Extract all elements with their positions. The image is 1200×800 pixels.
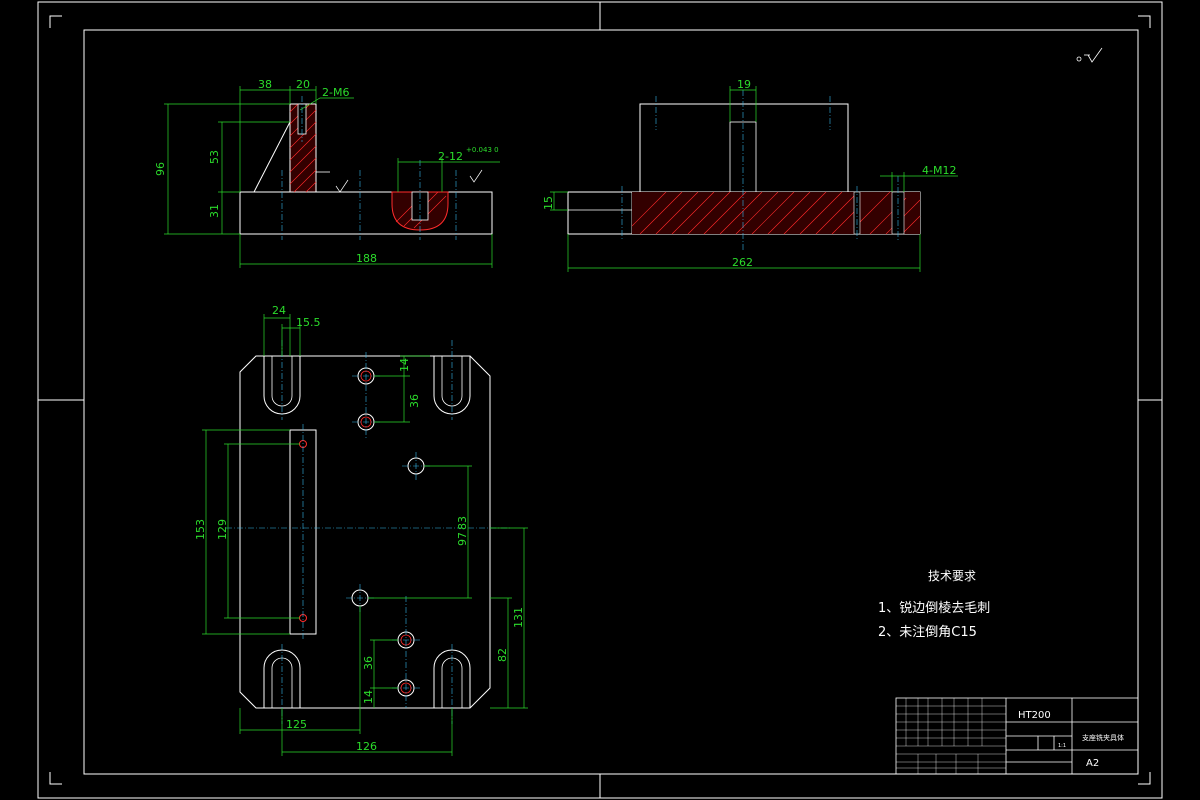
roughness-symbol [1076,47,1103,63]
dim-188: 188 [356,252,377,265]
notes-heading: 技术要求 [928,569,976,583]
top-view: 24 15.5 14 36 153 129 97 83 131 82 36 14… [194,304,528,756]
dim-24: 24 [272,304,286,317]
dim-97: 97 [456,532,469,546]
dim-31: 31 [208,204,221,218]
note-item-2: 2、未注倒角C15 [878,625,977,640]
front-view: 38 20 2-M6 96 53 31 188 2-12 +0.043 0 [154,78,500,268]
dim-125: 125 [286,718,307,731]
dim-262: 262 [732,256,753,269]
dim-19: 19 [737,78,751,91]
side-view: 19 15 262 4-M12 [542,78,958,272]
title-block: HT200 支座铣夹具体 A2 1:1 [895,697,1139,775]
thread-label-m12: 4-M12 [922,164,956,177]
dim-15-5: 15.5 [296,316,321,329]
dim-38: 38 [258,78,272,91]
scale-label: 1:1 [1058,743,1066,749]
dim-131: 131 [512,607,525,628]
hole-tolerance: +0.043 0 [466,146,499,154]
thread-label-m6: 2-M6 [322,86,349,99]
hole-label-2-12: 2-12 [438,150,463,163]
dim-36-bottom: 36 [362,656,375,670]
dim-53: 53 [208,150,221,164]
note-item-1: 1、锐边倒棱去毛刺 [878,600,990,616]
dim-96: 96 [154,162,167,176]
upright-hatch [289,103,317,193]
dim-36-top: 36 [408,394,421,408]
dim-15: 15 [542,196,555,210]
sheet-border [37,1,1163,799]
dim-129: 129 [216,519,229,540]
dim-14-top: 14 [398,358,411,372]
dim-14-bottom: 14 [362,690,375,704]
dim-126: 126 [356,740,377,753]
dim-153: 153 [194,519,207,540]
dim-82: 82 [496,648,509,662]
side-hatch [631,191,921,235]
technical-requirements: 技术要求 1、锐边倒棱去毛刺 2、未注倒角C15 [878,569,990,640]
dim-83: 83 [456,516,469,530]
part-name-label: 支座铣夹具体 [1082,733,1124,742]
sheet-size-label: A2 [1086,758,1099,769]
dim-20: 20 [296,78,310,91]
material-label: HT200 [1018,710,1051,721]
